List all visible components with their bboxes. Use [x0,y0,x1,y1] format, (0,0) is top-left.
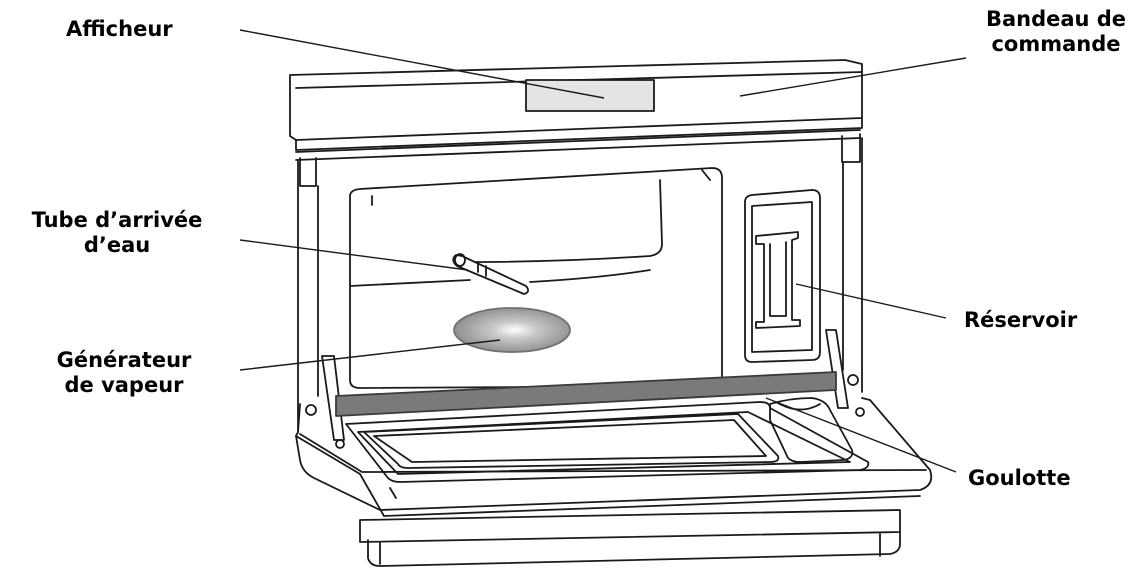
reservoir-leader [795,283,947,319]
door-seal [335,371,837,417]
label-reservoir-text: Réservoir [964,308,1078,332]
label-tube-line2: d’eau [83,233,151,257]
label-goulotte: Goulotte [968,466,1071,491]
water-tank [744,189,821,363]
label-generateur-line2: de vapeur [64,373,184,397]
right-top-hinge [841,133,861,163]
label-reservoir: Réservoir [964,308,1077,333]
label-afficheur-text: Afficheur [66,17,173,41]
tube-leader [239,239,469,271]
label-bandeau-line1: Bandeau de [985,7,1127,31]
chute-recess [769,397,854,463]
label-bandeau: Bandeau de commande [972,7,1140,57]
right-door-hinge [825,329,849,409]
label-afficheur: Afficheur [66,17,173,42]
left-top-hinge [299,157,317,187]
water-inlet-tube [452,253,529,295]
label-goulotte-text: Goulotte [968,466,1071,490]
generateur-leader [239,339,501,371]
goulotte-leader [765,397,957,473]
steam-generator [453,307,571,353]
oven-cavity [349,167,723,389]
label-generateur: Générateur de vapeur [14,348,234,398]
label-bandeau-line2: commande [991,32,1121,56]
label-tube: Tube d’arrivée d’eau [4,208,230,258]
bandeau-leader [739,57,967,97]
afficheur-leader [239,29,605,99]
oven-door [295,374,933,517]
left-door-hinge [321,355,345,441]
door-handle [359,509,901,567]
label-generateur-line1: Générateur [56,348,192,372]
label-tube-line1: Tube d’arrivée [31,208,203,232]
